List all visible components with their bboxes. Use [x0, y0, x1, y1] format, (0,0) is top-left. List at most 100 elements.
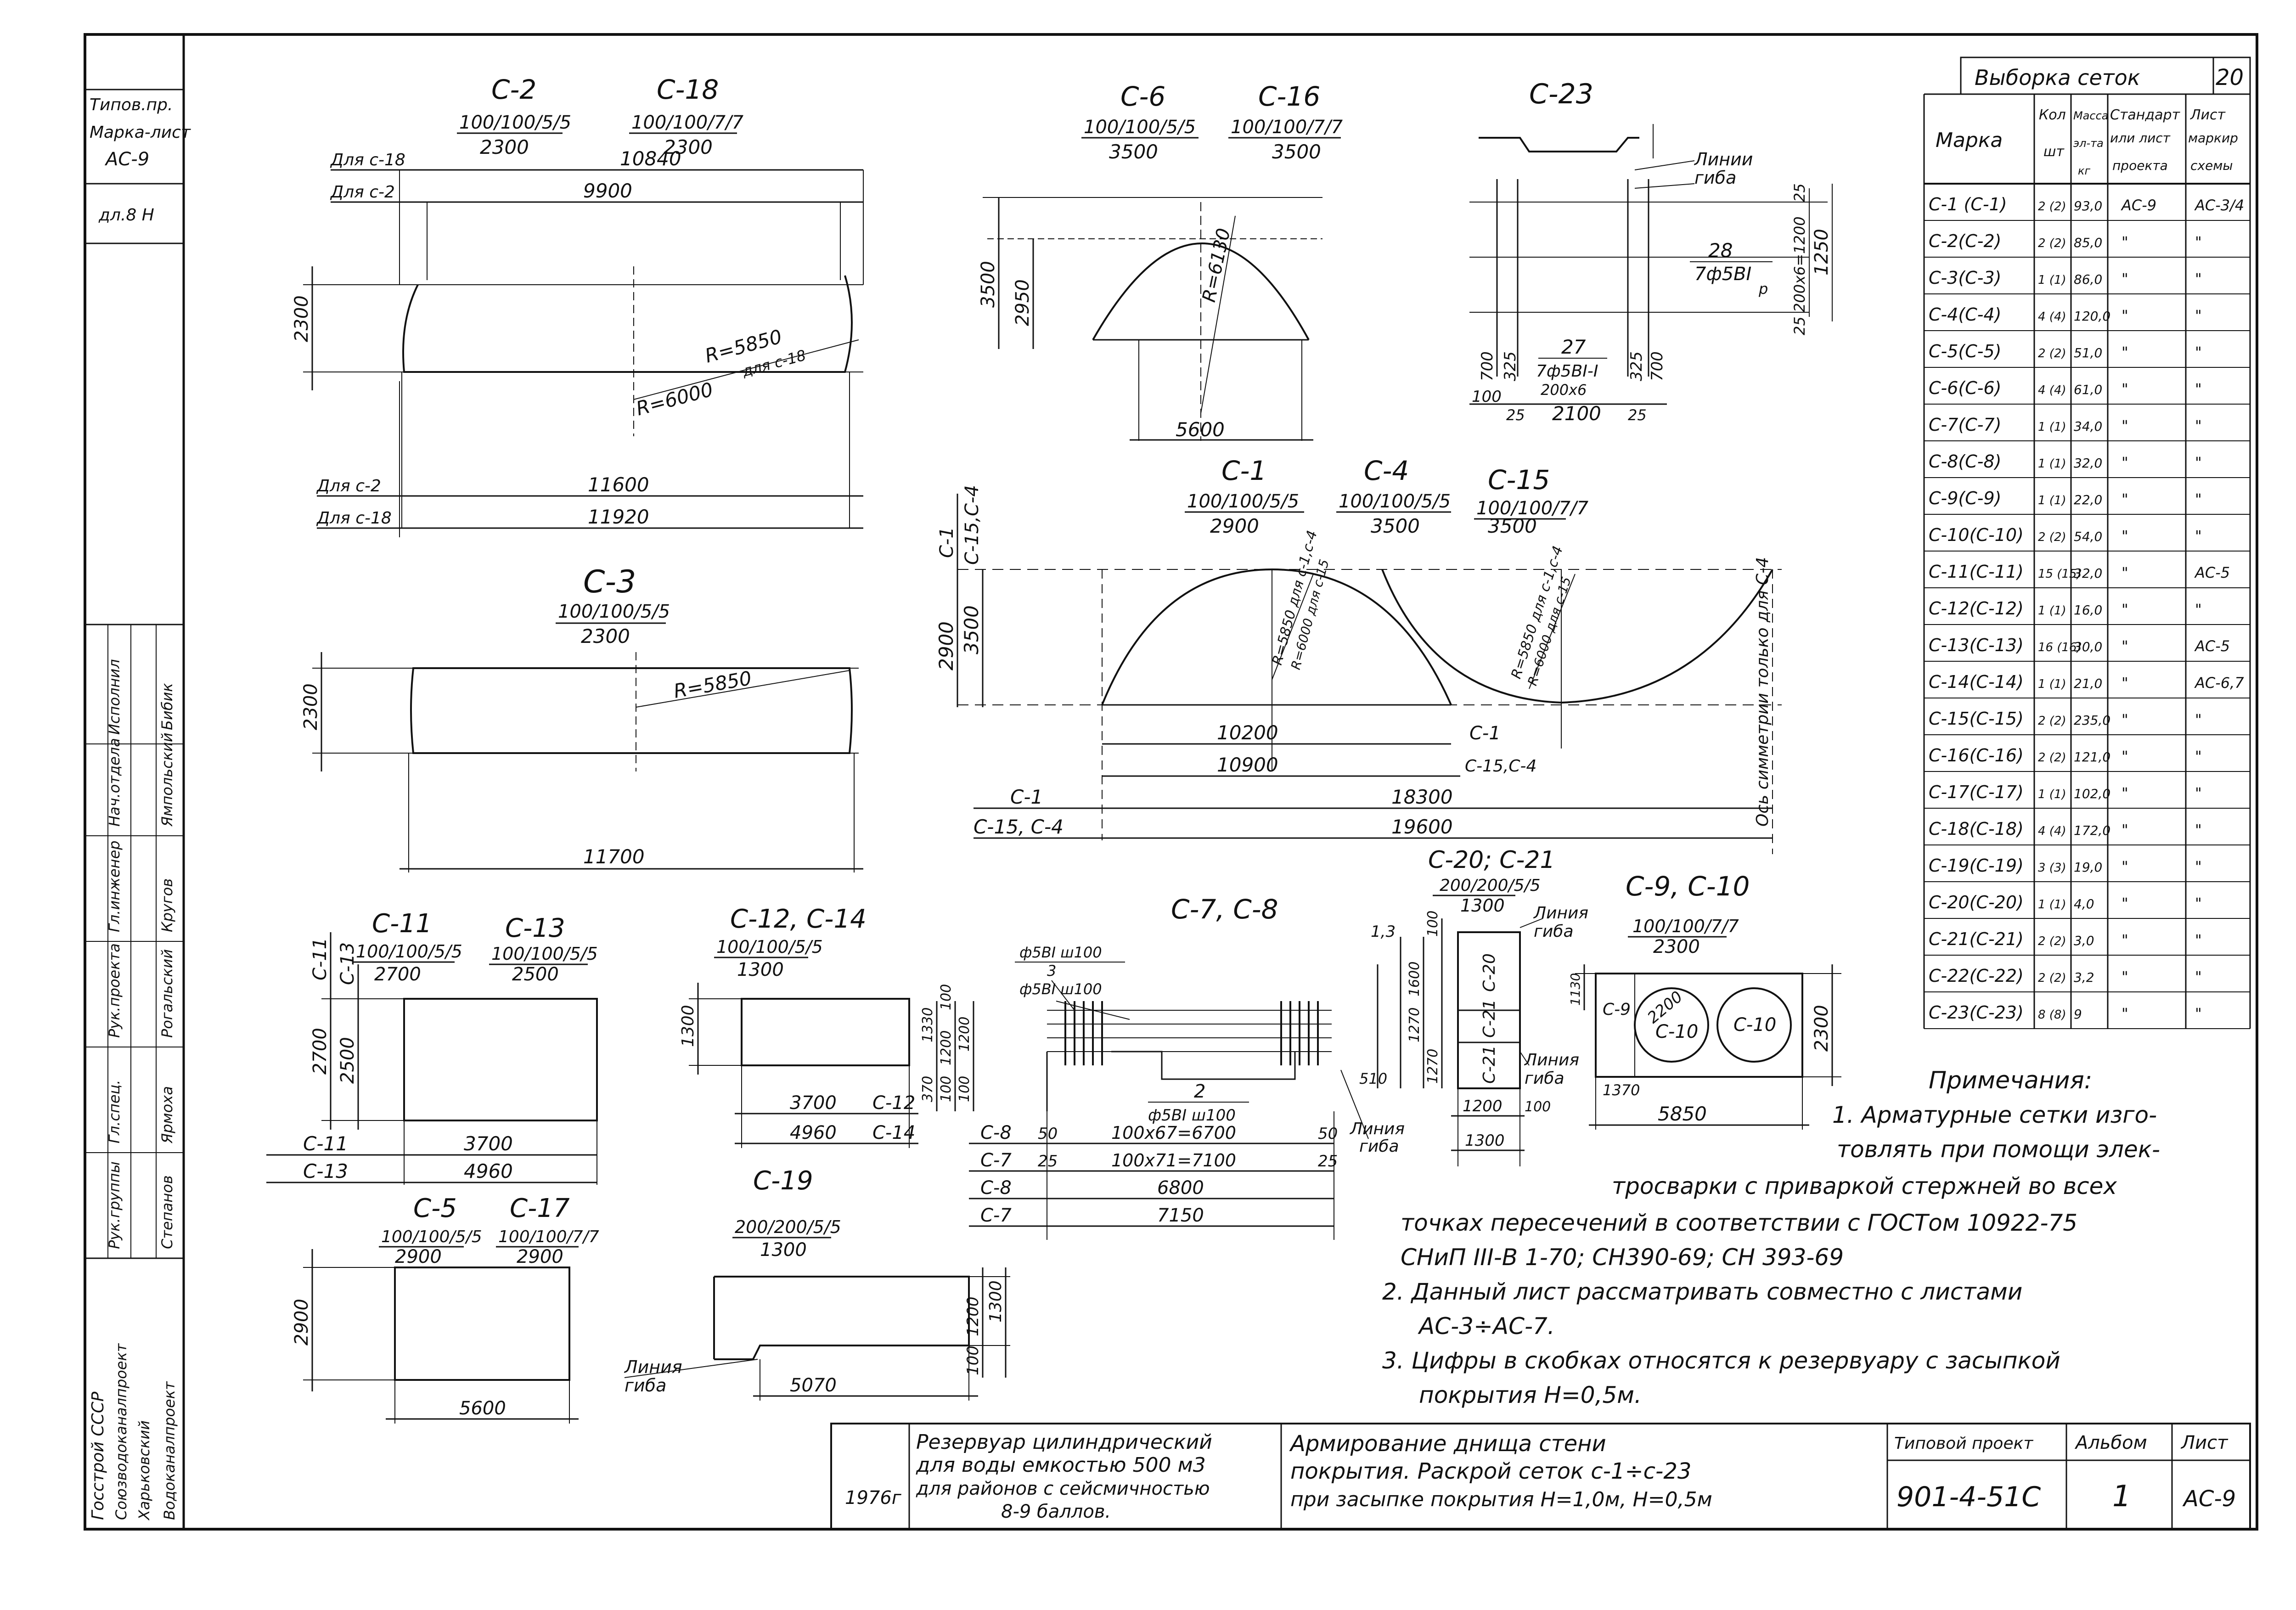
c1-spec: 100/100/5/5: [1187, 491, 1299, 512]
table-cell-scheme: ": [2195, 748, 2202, 765]
c6-h2: 2950: [1012, 279, 1033, 326]
c6-base: 5600: [1176, 418, 1225, 441]
table-cell-scheme: АС-6,7: [2194, 674, 2244, 692]
table-cell-mark: С-12(С-12): [1929, 598, 2024, 619]
drawing-c3: С-3 100/100/5/5 2300 2300 R=5850 11700: [300, 564, 863, 873]
c6-h1: 3500: [978, 261, 999, 308]
c16-spec: 100/100/7/7: [1231, 117, 1343, 138]
drawing-c2-c18: С-2 100/100/5/5 2300 С-18 100/100/7/7 23…: [291, 74, 864, 537]
c15-name: С-15: [1488, 464, 1550, 495]
c20-d7: 1200: [1463, 1097, 1503, 1115]
table-cell-mark: С-18(С-18): [1929, 819, 2024, 839]
table-cell-standard: ": [2122, 417, 2128, 434]
table-cell-qty: 1 (1): [2038, 788, 2066, 801]
drawing-c23: С-23 Линии гиба 28 7ф5ВI р 200х6=1200 25…: [1469, 78, 1833, 425]
table-cell-mark: С-9(С-9): [1929, 488, 2002, 508]
table-cell-standard: ": [2122, 784, 2128, 802]
tb-album-label: Альбом: [2074, 1432, 2147, 1453]
c7-r1-b: 50: [1318, 1125, 1338, 1143]
c20-d5: 1270: [1425, 1049, 1441, 1084]
table-cell-qty: 1 (1): [2038, 604, 2066, 618]
c2-top-label-2: Для с-2: [330, 183, 395, 202]
c5-w: 2900: [395, 1246, 442, 1267]
c3-w: 2300: [581, 625, 630, 647]
tb-object-2: для воды емкостью 500 м3: [916, 1453, 1206, 1477]
note-line-8: 3. Цифры в скобках относятся к резервуар…: [1382, 1347, 2060, 1374]
table-cell-qty: 1 (1): [2038, 420, 2066, 434]
c23-note1: Линии: [1694, 149, 1753, 169]
table-cell-mass: 21,0: [2074, 676, 2102, 691]
c1-dim-3: 18300: [1391, 786, 1453, 808]
c7-bar2: ф5ВI ш100: [1019, 980, 1102, 998]
table-cell-standard: ": [2122, 821, 2128, 839]
table-cell-scheme: ": [2195, 858, 2202, 875]
c2-top-label-1: Для с-18: [330, 151, 405, 169]
c2-r2: R=6000: [634, 378, 715, 420]
table-cell-mass: 32,0: [2074, 456, 2102, 471]
c12-w: 1300: [737, 959, 784, 980]
c20-in-3: С-21: [1480, 1045, 1499, 1084]
c20-spec: 200/200/5/5: [1440, 876, 1541, 895]
c19-d3: 1300: [986, 1280, 1005, 1323]
c7-n2: 2: [1194, 1081, 1205, 1102]
c19-base: 5070: [790, 1375, 837, 1396]
title-block: 1976г Резервуар цилиндрический для воды …: [830, 1423, 2251, 1530]
c2-bot-val-1: 11600: [588, 473, 649, 496]
c6-w: 3500: [1109, 141, 1158, 163]
tb-project-label: Типовой проект: [1894, 1434, 2033, 1453]
c20-d4: 1270: [1407, 1008, 1423, 1042]
c6-r: R=6130: [1199, 226, 1235, 304]
c7-left-3: 100: [938, 984, 954, 1010]
table-cell-mass: 19,0: [2074, 860, 2102, 875]
c11-spec: 100/100/5/5: [356, 941, 462, 962]
table-header-scheme-2: маркир: [2188, 130, 2238, 146]
table-cell-mark: С-8(С-8): [1929, 451, 2002, 472]
c1-tag-2: С-15,С-4: [1465, 757, 1536, 776]
table-cell-mass: 93,0: [2074, 198, 2102, 214]
c2-bot-label-1: Для с-2: [316, 477, 381, 495]
stamp-top-1: Типов.пр.: [90, 96, 173, 114]
c20-note4: гиба: [1525, 1069, 1564, 1088]
c2-height: 2300: [291, 295, 312, 342]
c19-w: 1300: [760, 1239, 807, 1261]
c2-top-val-2: 9900: [583, 180, 632, 202]
c20-d9: 1300: [1465, 1132, 1505, 1150]
c7-r4-v: 7150: [1157, 1205, 1204, 1226]
c23-side-3: 25: [1791, 316, 1808, 335]
drawing-c19: С-19 200/200/5/5 1300 100 1200 1300 Лини…: [624, 1166, 1010, 1401]
c9-in-1: С-9: [1603, 1000, 1631, 1019]
table-cell-mark: С-5(С-5): [1929, 341, 2002, 361]
c23-db-4: 25: [1628, 406, 1647, 424]
c1-name: С-1: [1221, 455, 1266, 486]
table-cell-qty: 1 (1): [2038, 898, 2066, 912]
c23-d6: 200х6: [1541, 381, 1587, 399]
table-cell-standard: ": [2122, 233, 2128, 251]
table-cell-scheme: ": [2195, 711, 2202, 728]
c3-name: С-3: [583, 564, 636, 600]
c2-bot-val-2: 11920: [588, 506, 649, 528]
c18-w: 2300: [664, 136, 713, 158]
c15-spec: 100/100/7/7: [1476, 498, 1589, 519]
stamp-role-5: Нач.отдела: [106, 738, 123, 827]
c23-db-3: 2100: [1552, 402, 1601, 425]
note-line-4: точках пересечений в соответствии с ГОСТ…: [1401, 1210, 2077, 1236]
table-cell-scheme: ": [2195, 233, 2202, 251]
c9-d1: 1130: [1568, 973, 1583, 1006]
c23-d5: 7ф5ВI-I: [1536, 362, 1598, 381]
c7-name: С-7, С-8: [1171, 894, 1278, 925]
c12-name: С-12, С-14: [730, 904, 867, 934]
drawing-c6-c16: С-6 100/100/5/5 3500 С-16 100/100/7/7 35…: [978, 81, 1343, 441]
table-cell-standard: ": [2122, 968, 2128, 985]
c19-name: С-19: [753, 1166, 813, 1196]
c7-bar3: ф5ВI ш100: [1148, 1106, 1236, 1125]
c7-note1: Линия: [1349, 1120, 1405, 1138]
stamp-name-5: Ярмоха: [158, 1086, 176, 1144]
tb-object-3: для районов с сейсмичностью: [916, 1478, 1210, 1499]
table-header-mass-3: кг: [2078, 164, 2090, 177]
table-cell-mark: С-6(С-6): [1929, 378, 2002, 398]
table-header-mass-2: эл-та: [2073, 137, 2104, 150]
c9-spec: 100/100/7/7: [1632, 916, 1739, 936]
c23-d2: 7ф5ВI: [1694, 264, 1751, 285]
table-cell-mass: 3,2: [2074, 970, 2094, 985]
table-cell-qty: 2 (2): [2038, 530, 2066, 544]
